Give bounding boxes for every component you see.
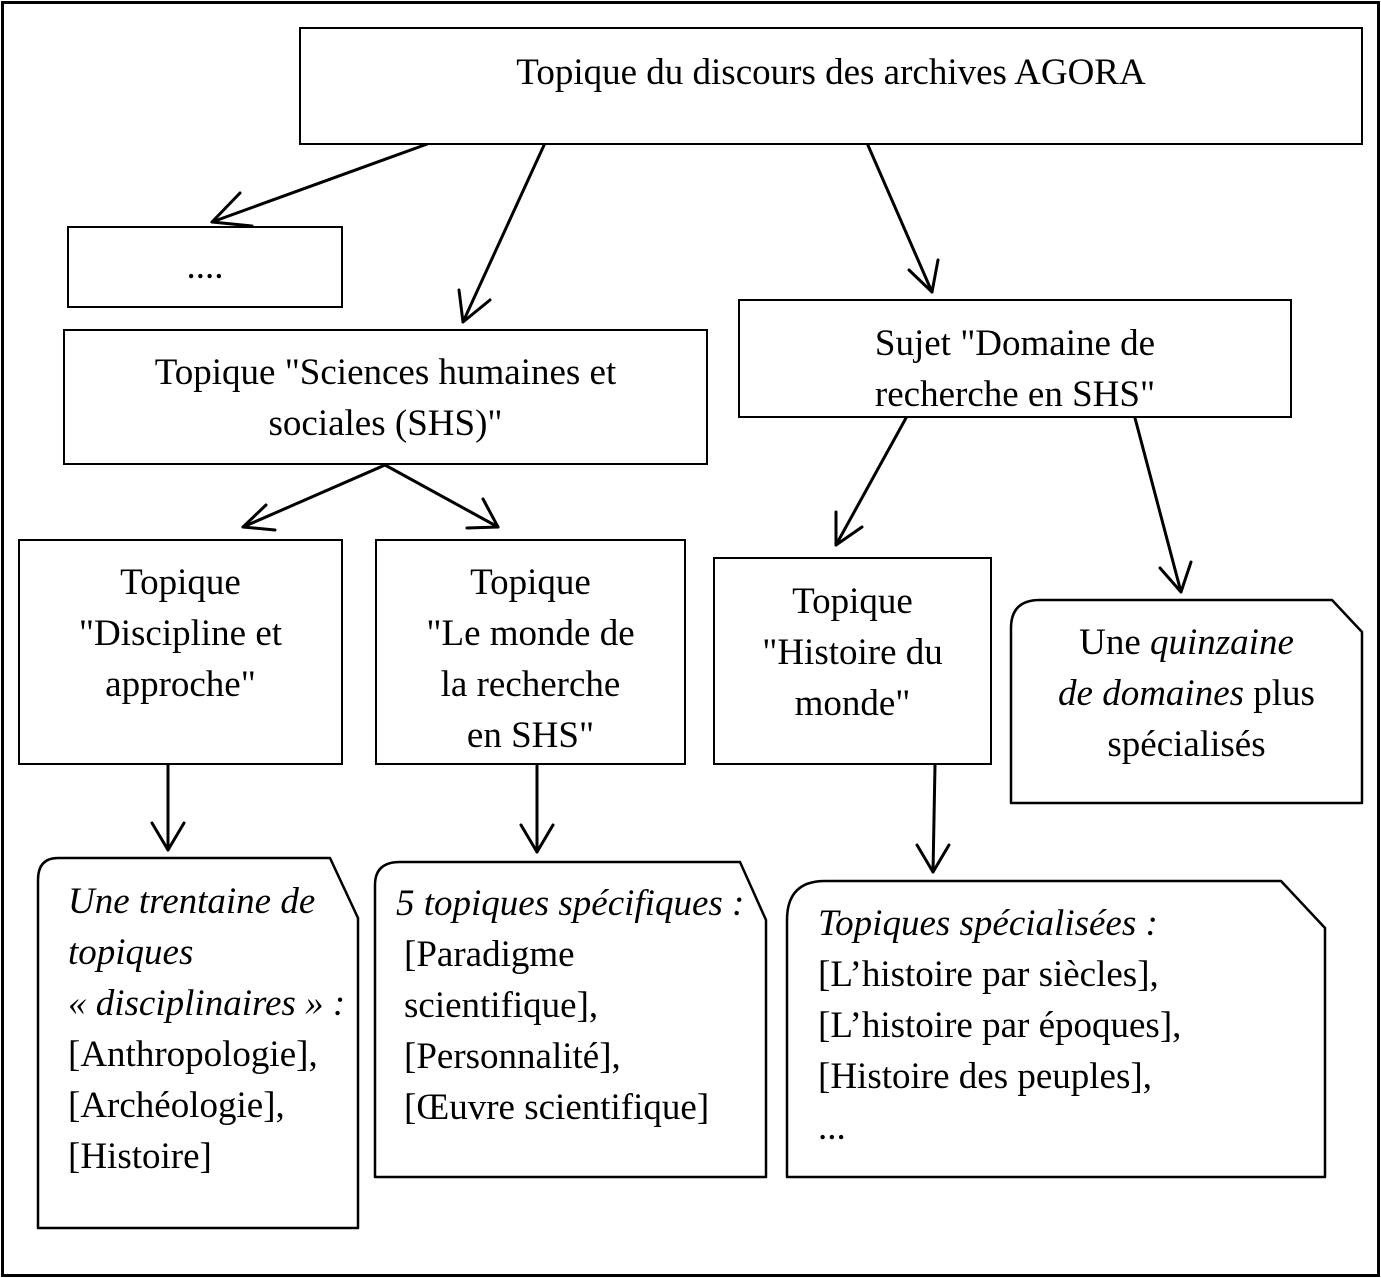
arrowhead-shs-to-monde bbox=[465, 497, 500, 530]
cinq-topiques-note-shape bbox=[373, 860, 768, 1179]
histoire-monde-line-3: monde" bbox=[794, 683, 911, 724]
domaine-subject-box: Sujet "Domaine de recherche en SHS" bbox=[738, 299, 1292, 418]
arrow-shs-to-monde bbox=[383, 463, 500, 529]
arrowhead-domaine-to-histoire bbox=[834, 510, 864, 547]
arrowhead-root-to-shs bbox=[457, 288, 492, 324]
specialisees-note-text: Topiques spécialisées : [L’histoire par … bbox=[818, 898, 1181, 1153]
arrow-root-to-shs bbox=[461, 141, 547, 324]
trentaine-note-text: Une trentaine de topiques « disciplinair… bbox=[68, 876, 345, 1182]
root-topic-label: Topique du discours des archives AGORA bbox=[516, 52, 1146, 93]
shs-topic-line-2: sociales (SHS)" bbox=[268, 403, 503, 444]
specialisees-item-4: ... bbox=[818, 1107, 846, 1148]
discipline-topic-line-1: Topique bbox=[120, 562, 241, 603]
specialisees-note-shape bbox=[785, 879, 1327, 1179]
trentaine-item-2: [Archéologie], bbox=[68, 1085, 285, 1126]
histoire-monde-topic-box: Topique "Histoire du monde" bbox=[713, 557, 992, 765]
quinzaine-line-3: spécialisés bbox=[1107, 724, 1266, 765]
quinzaine-line-2-a: de domaines bbox=[1058, 673, 1245, 714]
quinzaine-line-2: de domaines plus bbox=[1011, 668, 1362, 719]
monde-recherche-line-4: en SHS" bbox=[466, 715, 595, 756]
root-topic-box: Topique du discours des archives AGORA bbox=[299, 27, 1363, 145]
arrowhead-domaine-to-quinzaine bbox=[1158, 560, 1193, 594]
quinzaine-line-2-b: plus bbox=[1244, 673, 1315, 714]
arrow-root-to-domaine bbox=[865, 141, 934, 294]
domaine-subject-line-1: Sujet "Domaine de bbox=[874, 323, 1156, 364]
arrow-shs-to-discipline bbox=[241, 463, 387, 529]
quinzaine-line-1-a: Une bbox=[1079, 622, 1150, 663]
quinzaine-line-1: Une quinzaine bbox=[1011, 617, 1362, 668]
histoire-monde-line-1: Topique bbox=[792, 581, 913, 622]
arrowhead-discipline-to-trentaine bbox=[150, 821, 186, 852]
cinq-topiques-item-3: [Personnalité], bbox=[404, 1036, 621, 1077]
shs-topic-line-1: Topique "Sciences humaines et bbox=[154, 352, 617, 393]
ellipsis-label: .... bbox=[186, 246, 224, 287]
arrow-domaine-to-quinzaine bbox=[1133, 416, 1183, 594]
trentaine-note-shape bbox=[36, 856, 360, 1230]
trentaine-italic-line-1: Une trentaine de bbox=[68, 881, 316, 922]
cinq-topiques-item-4: [Œuvre scientifique] bbox=[404, 1087, 710, 1128]
discipline-topic-line-2: "Discipline et bbox=[78, 613, 283, 654]
quinzaine-note-shape bbox=[1009, 598, 1364, 805]
arrow-root-to-ellipsis bbox=[210, 141, 432, 224]
quinzaine-line-1-b: quinzaine bbox=[1150, 622, 1294, 663]
discipline-topic-box: Topique "Discipline et approche" bbox=[18, 539, 343, 765]
trentaine-italic-line-3: « disciplinaires » : bbox=[68, 983, 346, 1024]
arrow-domaine-to-histoire bbox=[834, 416, 908, 547]
arrowhead-root-to-domaine bbox=[907, 258, 940, 294]
arrowhead-monde-to-cinq bbox=[519, 823, 555, 854]
arrowhead-root-to-ellipsis bbox=[210, 191, 254, 228]
arrowhead-histoire-to-specialisees bbox=[915, 843, 951, 874]
monde-recherche-line-1: Topique bbox=[470, 562, 591, 603]
specialisees-item-1: [L’histoire par siècles], bbox=[818, 954, 1159, 995]
histoire-monde-line-2: "Histoire du bbox=[762, 632, 943, 673]
ellipsis-box: .... bbox=[67, 226, 343, 308]
specialisees-heading: Topiques spécialisées : bbox=[818, 903, 1158, 944]
trentaine-item-3: [Histoire] bbox=[68, 1136, 212, 1177]
shs-topic-box: Topique "Sciences humaines et sociales (… bbox=[63, 329, 708, 465]
specialisees-item-3: [Histoire des peuples], bbox=[818, 1056, 1152, 1097]
quinzaine-note-text: Une quinzaine de domaines plus spécialis… bbox=[1011, 617, 1362, 770]
arrow-histoire-to-specialisees bbox=[931, 763, 937, 874]
cinq-topiques-item-1: [Paradigme bbox=[404, 934, 575, 975]
cinq-topiques-item-2: scientifique], bbox=[404, 985, 599, 1026]
trentaine-italic-line-2: topiques bbox=[68, 932, 194, 973]
cinq-topiques-note-text: 5 topiques spécifiques : [Paradigme scie… bbox=[396, 878, 744, 1133]
trentaine-item-1: [Anthropologie], bbox=[68, 1034, 318, 1075]
cinq-topiques-heading: 5 topiques spécifiques : bbox=[396, 883, 745, 924]
monde-recherche-topic-box: Topique "Le monde de la recherche en SHS… bbox=[375, 539, 686, 765]
monde-recherche-line-3: la recherche bbox=[440, 664, 621, 705]
discipline-topic-line-3: approche" bbox=[105, 664, 256, 705]
monde-recherche-line-2: "Le monde de bbox=[426, 613, 635, 654]
domaine-subject-line-2: recherche en SHS" bbox=[874, 374, 1156, 415]
specialisees-item-2: [L’histoire par époques], bbox=[818, 1005, 1182, 1046]
arrowhead-shs-to-discipline bbox=[241, 503, 277, 532]
